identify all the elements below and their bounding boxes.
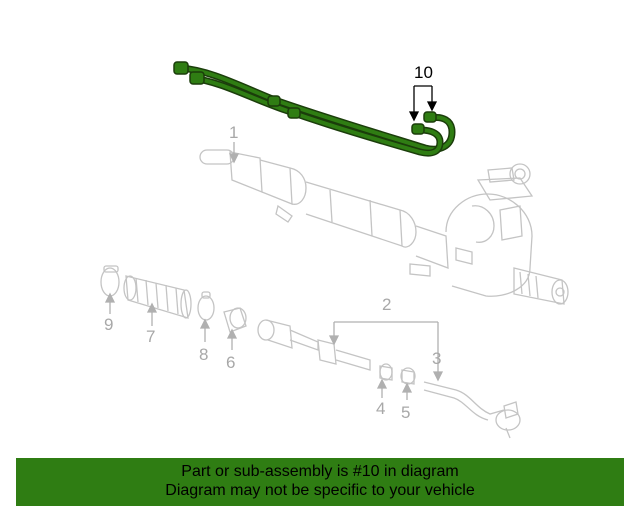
callout-6-leader: [226, 328, 238, 350]
callout-10-leader: [408, 85, 438, 122]
callout-2-leader: [328, 321, 439, 376]
part-9-clamp: [100, 265, 120, 297]
part-3-tie-rod-end: [423, 381, 521, 439]
callout-7-leader: [146, 302, 158, 326]
callout-9-leader: [104, 292, 116, 314]
callout-1: 1: [229, 123, 238, 142]
callout-10: 10: [414, 63, 433, 82]
callout-3-leader: [432, 371, 444, 382]
callout-4: 4: [376, 399, 385, 418]
part-5-nut: [400, 367, 416, 385]
callout-6: 6: [226, 353, 235, 372]
callout-1-leader: [228, 142, 240, 164]
callout-8: 8: [199, 345, 208, 364]
callout-9: 9: [104, 315, 113, 334]
banner-line-2: Diagram may not be specific to your vehi…: [165, 482, 475, 499]
banner-line-1: Part or sub-assembly is #10 in diagram: [181, 463, 459, 480]
callout-5: 5: [401, 403, 410, 422]
part-7-boot: [123, 275, 192, 319]
parts-diagram: 10 1: [100, 61, 569, 439]
part-2-inner-tie-rod: [257, 319, 371, 371]
part-1-steering-rack: [199, 149, 569, 305]
part-info-banner: Part or sub-assembly is #10 in diagram D…: [16, 458, 624, 506]
callout-5-leader: [401, 382, 413, 400]
callout-3: 3: [432, 349, 441, 368]
callout-8-leader: [199, 318, 211, 342]
callout-7: 7: [146, 327, 155, 346]
part-4-nut: [379, 363, 393, 381]
part-8-clamp: [197, 291, 215, 321]
callout-4-leader: [376, 378, 388, 398]
callout-2: 2: [382, 295, 391, 314]
part-10-lines[interactable]: [173, 61, 456, 157]
part-6-bushing: [223, 307, 247, 333]
